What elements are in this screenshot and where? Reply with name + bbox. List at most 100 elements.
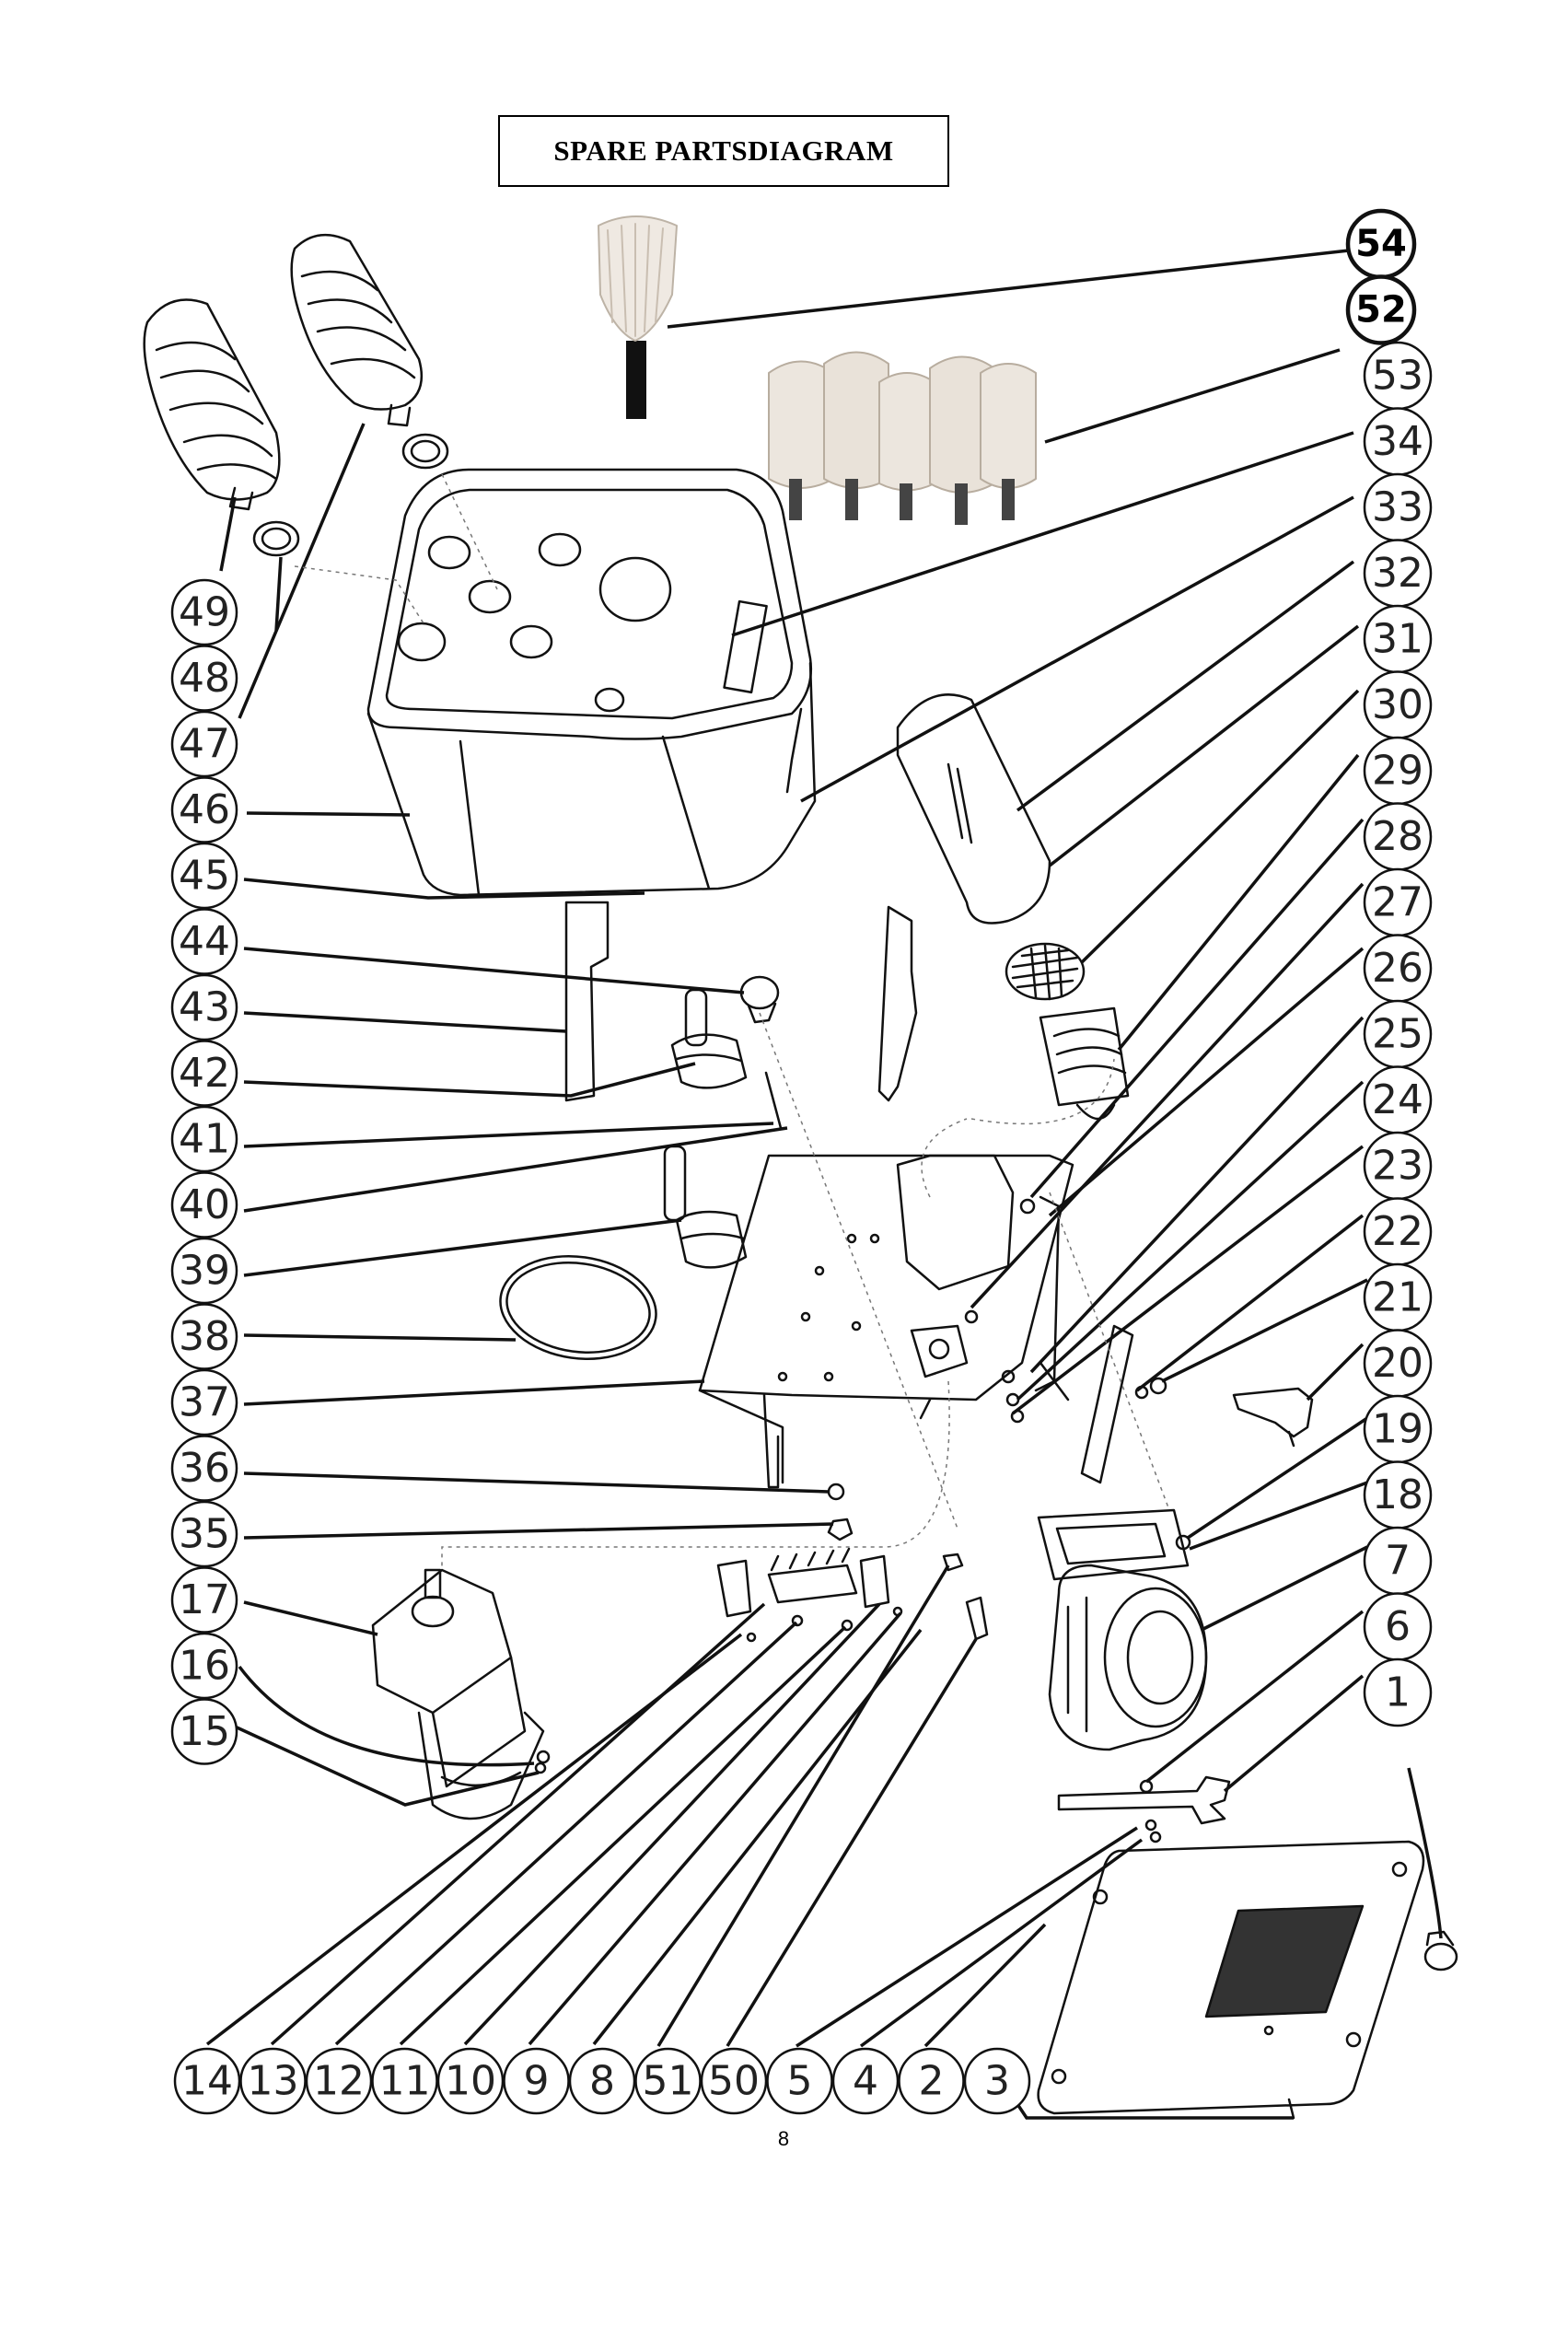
- callout-4: 4: [831, 2047, 900, 2115]
- callout-25: 25: [1363, 999, 1433, 1069]
- callout-31: 31: [1363, 604, 1433, 674]
- callout-50: 50: [700, 2047, 768, 2115]
- callout-label: 47: [179, 721, 230, 768]
- callout-label: 50: [708, 2058, 760, 2105]
- nut-35: [827, 1518, 854, 1541]
- callout-label: 38: [179, 1313, 230, 1360]
- callout-36: 36: [170, 1435, 238, 1502]
- terminal-strip: [767, 1564, 858, 1604]
- callout-label: 43: [179, 984, 230, 1031]
- callout-26: 26: [1363, 934, 1433, 1003]
- callout-label: 30: [1372, 681, 1423, 728]
- callout-label: 27: [1372, 879, 1423, 926]
- callout-8: 8: [568, 2047, 636, 2115]
- callout-label: 53: [1372, 353, 1423, 400]
- callout-1: 1: [1363, 1657, 1433, 1727]
- spiral-brush-right: [290, 233, 424, 427]
- callout-label: 1: [1385, 1669, 1411, 1716]
- callout-label: 11: [379, 2058, 431, 2105]
- callout-19: 19: [1363, 1394, 1433, 1464]
- callout-20: 20: [1363, 1329, 1433, 1398]
- callout-label: 19: [1372, 1406, 1423, 1453]
- seal-ring-right: [401, 433, 449, 470]
- callout-39: 39: [170, 1237, 238, 1305]
- callout-53: 53: [1363, 341, 1433, 411]
- callout-23: 23: [1363, 1131, 1433, 1201]
- callout-label: 3: [984, 2058, 1010, 2105]
- page-number: 8: [777, 2127, 790, 2150]
- cylinder-cover: [896, 693, 1051, 925]
- callout-47: 47: [170, 710, 238, 778]
- callout-label: 41: [179, 1116, 230, 1163]
- diagram-title: SPARE PARTSDIAGRAM: [498, 115, 949, 187]
- power-plug: [1232, 1387, 1314, 1448]
- roller-brush-set-photo: [768, 351, 1037, 525]
- screw-3: [1287, 2098, 1295, 2120]
- callout-label: 48: [179, 655, 230, 702]
- callout-48: 48: [170, 645, 238, 712]
- callout-label: 32: [1372, 550, 1423, 597]
- drive-belt: [499, 1255, 657, 1360]
- callout-49: 49: [170, 578, 238, 646]
- callout-44: 44: [170, 908, 238, 975]
- spanner-wrench: [1057, 1775, 1231, 1825]
- side-bracket-right: [877, 905, 918, 1102]
- callout-24: 24: [1363, 1065, 1433, 1134]
- spindle-lower: [663, 1145, 748, 1269]
- callout-label: 4: [853, 2058, 878, 2105]
- callout-34: 34: [1363, 407, 1433, 476]
- callout-18: 18: [1363, 1460, 1433, 1529]
- callout-label: 54: [1355, 223, 1407, 265]
- callout-label: 7: [1385, 1538, 1411, 1585]
- callout-label: 12: [313, 2058, 365, 2105]
- callout-29: 29: [1363, 736, 1433, 806]
- callout-16: 16: [170, 1632, 238, 1700]
- blower-fan: [1037, 1508, 1208, 1751]
- valve-connector: [965, 1596, 989, 1641]
- callout-label: 37: [179, 1379, 230, 1426]
- callout-10: 10: [436, 2047, 505, 2115]
- part-number-callouts: 5452533433323130292827262524232221201918…: [170, 208, 1433, 2115]
- callout-label: 16: [179, 1643, 230, 1690]
- callout-label: 9: [524, 2058, 550, 2105]
- callout-label: 21: [1372, 1274, 1423, 1321]
- callout-51: 51: [634, 2047, 702, 2115]
- callout-label: 5: [787, 2058, 813, 2105]
- callout-label: 15: [179, 1708, 230, 1755]
- callout-6: 6: [1363, 1592, 1433, 1661]
- switch-button: [739, 975, 780, 1024]
- callout-27: 27: [1363, 867, 1433, 937]
- callout-label: 31: [1372, 616, 1423, 663]
- callout-label: 25: [1372, 1011, 1423, 1058]
- rubber-foot: [1423, 1942, 1458, 1971]
- callout-label: 28: [1372, 813, 1423, 860]
- callout-label: 24: [1372, 1076, 1423, 1123]
- callout-22: 22: [1363, 1197, 1433, 1266]
- callout-28: 28: [1363, 802, 1433, 871]
- callout-38: 38: [170, 1303, 238, 1370]
- side-bracket-left: [564, 901, 610, 1102]
- callout-label: 6: [1385, 1603, 1411, 1650]
- callout-label: 49: [179, 589, 230, 636]
- callout-label: 44: [179, 918, 230, 965]
- spindle-upper: [670, 988, 748, 1089]
- callout-label: 14: [181, 2058, 233, 2105]
- callout-3: 3: [963, 2047, 1031, 2115]
- callout-label: 36: [179, 1445, 230, 1492]
- bottom-cover-plate: [1037, 1840, 1425, 2115]
- callout-37: 37: [170, 1368, 238, 1436]
- seal-ring-left: [252, 520, 300, 557]
- callout-9: 9: [503, 2047, 570, 2115]
- callout-label: 39: [179, 1248, 230, 1295]
- callout-label: 42: [179, 1050, 230, 1097]
- callout-52: 52: [1345, 274, 1417, 345]
- callout-label: 29: [1372, 748, 1423, 795]
- washer-36: [827, 1483, 845, 1501]
- relay-block: [859, 1554, 890, 1609]
- round-grille: [1005, 942, 1086, 1001]
- callout-11: 11: [371, 2047, 438, 2115]
- main-housing: [366, 468, 817, 897]
- screw-27: [1019, 1198, 1036, 1215]
